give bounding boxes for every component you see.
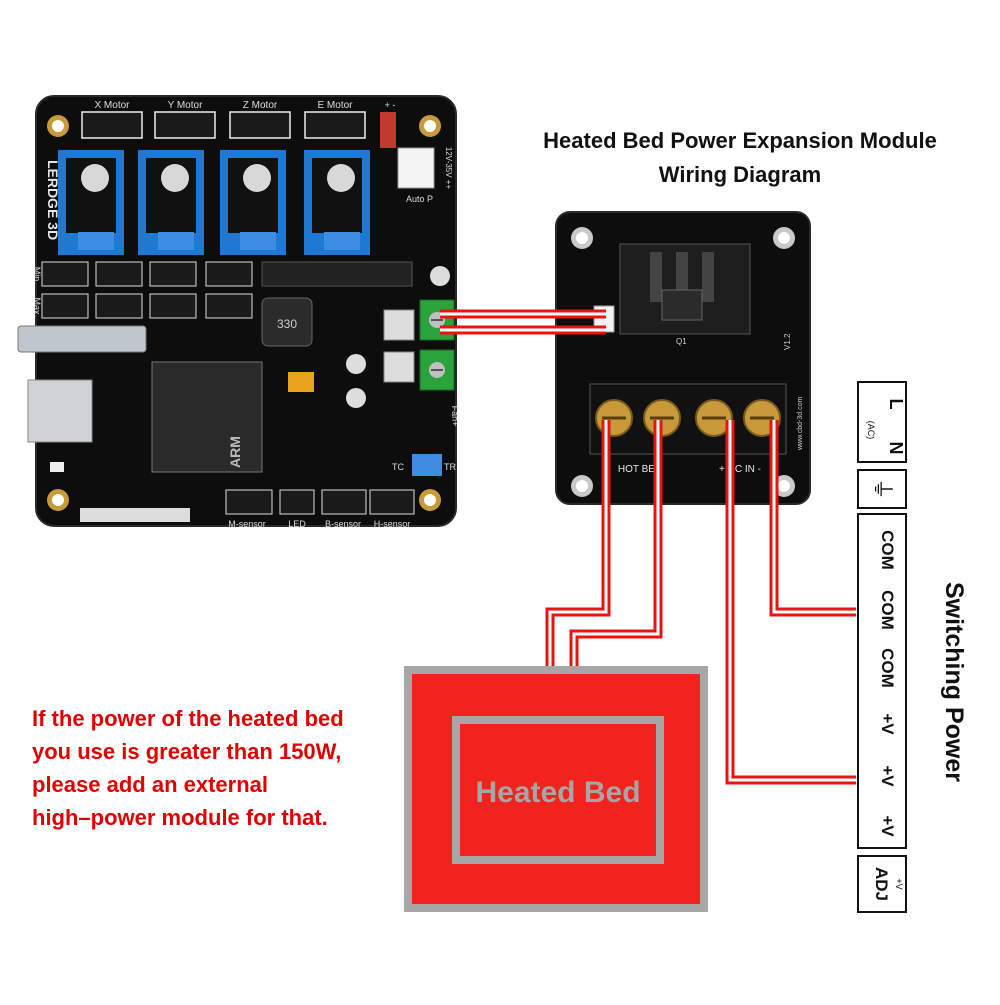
warning-line-1: If the power of the heated bed <box>32 706 344 731</box>
endstop-connectors <box>41 261 253 319</box>
b-sensor-label: B-sensor <box>325 519 361 529</box>
diagram-title-line2: Wiring Diagram <box>658 162 822 187</box>
psu-ac-label: (AC) <box>866 421 876 440</box>
bed-wire-pair <box>545 420 663 674</box>
psu-plus-v-1: +V <box>878 713 897 735</box>
wiring <box>440 309 856 785</box>
heated-bed-inner-frame <box>452 716 664 864</box>
power-warning-note: If the power of the heated bed you use i… <box>32 702 412 834</box>
psu-ac-terminal-box <box>857 381 907 463</box>
warning-line-4: high–power module for that. <box>32 805 328 830</box>
switching-power-supply: L N (AC) ⏚ COM COM COM +V +V +V +V ADJ S… <box>857 381 968 913</box>
inductor <box>261 297 313 347</box>
psu-l-label: L <box>886 399 906 410</box>
psu-ground-box <box>857 469 907 509</box>
psu-ground-symbol: ⏚ <box>870 478 895 500</box>
board-brand: LERDGE 3D <box>45 160 61 240</box>
stepper-drivers <box>58 150 370 255</box>
inductor-mark: 330 <box>277 317 297 331</box>
signal-wire-pair <box>440 309 606 335</box>
motor-connectors <box>81 111 366 139</box>
led-label: LED <box>288 519 306 529</box>
switching-power-label: Switching Power <box>940 582 968 782</box>
sensor-connectors <box>225 489 415 515</box>
endstop-max-label: Max <box>32 297 42 315</box>
thermistor-header <box>412 454 442 476</box>
module-site: www.cbd-3d.com <box>797 397 804 451</box>
mcu-brand: ARM <box>227 436 243 468</box>
psu-plus-v-2: +V <box>878 765 897 787</box>
heated-bed-label: Heated Bed <box>475 776 640 809</box>
board-mosfet-2 <box>383 351 415 383</box>
motor-label-z: Z Motor <box>243 100 278 111</box>
board-tantalum-capacitor <box>288 372 314 392</box>
mosfet-module: Q1 V1.2 www.cbd-3d.com HOT BED + DC IN - <box>555 211 811 505</box>
tr-label: TR <box>444 462 456 472</box>
board-mounting-holes <box>47 115 441 511</box>
motor-label-e: E Motor <box>317 100 353 111</box>
psu-com-1: COM <box>878 530 897 570</box>
endstop-min-label: Min <box>32 267 42 282</box>
module-hot-bed-label: HOT BED <box>618 464 662 475</box>
module-version: V1.2 <box>783 333 792 350</box>
power-voltage-mark: 12V-35V ++ <box>444 147 453 190</box>
psu-n-label: N <box>886 442 906 455</box>
display-ribbon-connector <box>80 508 190 522</box>
board-capacitor <box>430 266 450 286</box>
power-polarity-mark: + - <box>385 100 396 110</box>
psu-plus-v-3: +V <box>878 815 897 837</box>
board-mosfet-1 <box>383 309 415 341</box>
board-capacitor-3 <box>346 388 366 408</box>
board-bed-output-terminal <box>419 299 455 391</box>
module-dc-in-label: + DC IN - <box>719 464 761 475</box>
mcu-chip <box>151 361 263 473</box>
psu-adj-label: ADJ <box>872 867 891 901</box>
power-input-connector <box>397 147 435 189</box>
psu-adj-box <box>857 855 907 913</box>
fan-label: Fan+ <box>450 406 460 427</box>
psu-dc-terminal-box <box>857 513 907 849</box>
heated-bed: Heated Bed <box>404 666 708 912</box>
reset-button <box>50 462 64 472</box>
h-sensor-label: H-sensor <box>374 519 411 529</box>
sd-card-slot <box>27 379 93 443</box>
controller-board: X Motor Y Motor Z Motor E Motor + - 12V-… <box>17 95 460 529</box>
module-q1-mark: Q1 <box>676 337 687 346</box>
usb-port <box>17 325 147 353</box>
warning-line-3: please add an external <box>32 772 268 797</box>
board-capacitor-2 <box>346 354 366 374</box>
psu-com-2: COM <box>878 590 897 630</box>
motor-label-x: X Motor <box>94 100 130 111</box>
diagram-title-line1: Heated Bed Power Expansion Module <box>543 128 937 153</box>
warning-line-2: you use is greater than 150W, <box>32 739 342 764</box>
psu-adj-small: +V <box>894 878 904 889</box>
psu-com-3: COM <box>878 648 897 688</box>
tc-label: TC <box>392 462 404 472</box>
auto-p-label: Auto P <box>406 194 433 204</box>
expansion-header <box>261 261 413 287</box>
power-header <box>380 112 396 148</box>
power-wire-pair <box>725 420 856 785</box>
m-sensor-label: M-sensor <box>228 519 266 529</box>
motor-label-y: Y Motor <box>168 100 203 111</box>
